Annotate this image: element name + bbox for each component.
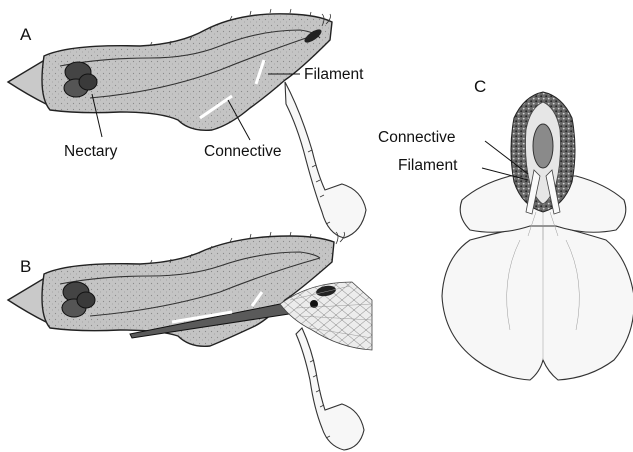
panel-c-anther <box>533 124 553 168</box>
panel-b-letter: B <box>20 257 31 276</box>
panel-a-letter: A <box>20 25 32 44</box>
panel-c-letter: C <box>474 77 486 96</box>
panel-c: C Connective Filament <box>378 77 633 380</box>
panel-a-filament-label: Filament <box>304 66 364 83</box>
panel-b: B <box>8 232 372 450</box>
panel-a-connective-label: Connective <box>204 143 282 160</box>
panel-a-lower-lip <box>285 82 366 238</box>
panel-c-connective-label: Connective <box>378 129 456 146</box>
panel-c-filament-label: Filament <box>398 157 458 174</box>
panel-a-nectary-label: Nectary <box>64 143 118 160</box>
panel-c-lower-lip <box>442 226 633 380</box>
panel-a: A Filament Nectary Connective <box>8 9 366 238</box>
